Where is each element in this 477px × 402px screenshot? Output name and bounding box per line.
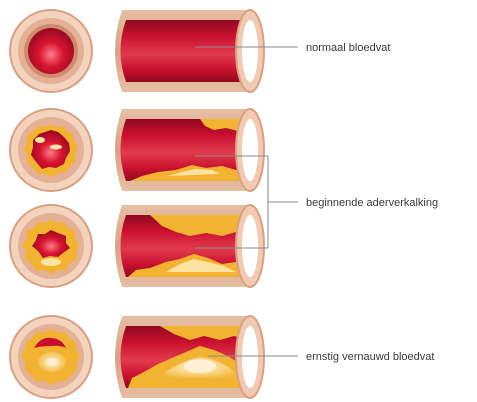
row-severe: ernstig vernauwd bloedvat [10,316,434,398]
longitudinal-vessel-severe [115,316,264,398]
cross-section-beginning-1 [10,109,92,191]
row-beginning-2 [10,205,268,287]
longitudinal-vessel-normal [115,10,264,92]
label-beginning: beginnende aderverkalking [306,197,438,209]
cross-section-beginning-2 [10,205,92,287]
bracket-beginning [268,156,298,248]
row-normal: normaal bloedvat [10,10,390,92]
label-normal: normaal bloedvat [306,42,390,54]
row-beginning-1 [10,109,268,191]
longitudinal-vessel-beginning-2 [115,205,264,287]
cross-section-severe [10,316,92,398]
cross-section-normal [10,10,92,92]
longitudinal-vessel-beginning-1 [115,109,264,191]
label-severe: ernstig vernauwd bloedvat [306,351,434,363]
